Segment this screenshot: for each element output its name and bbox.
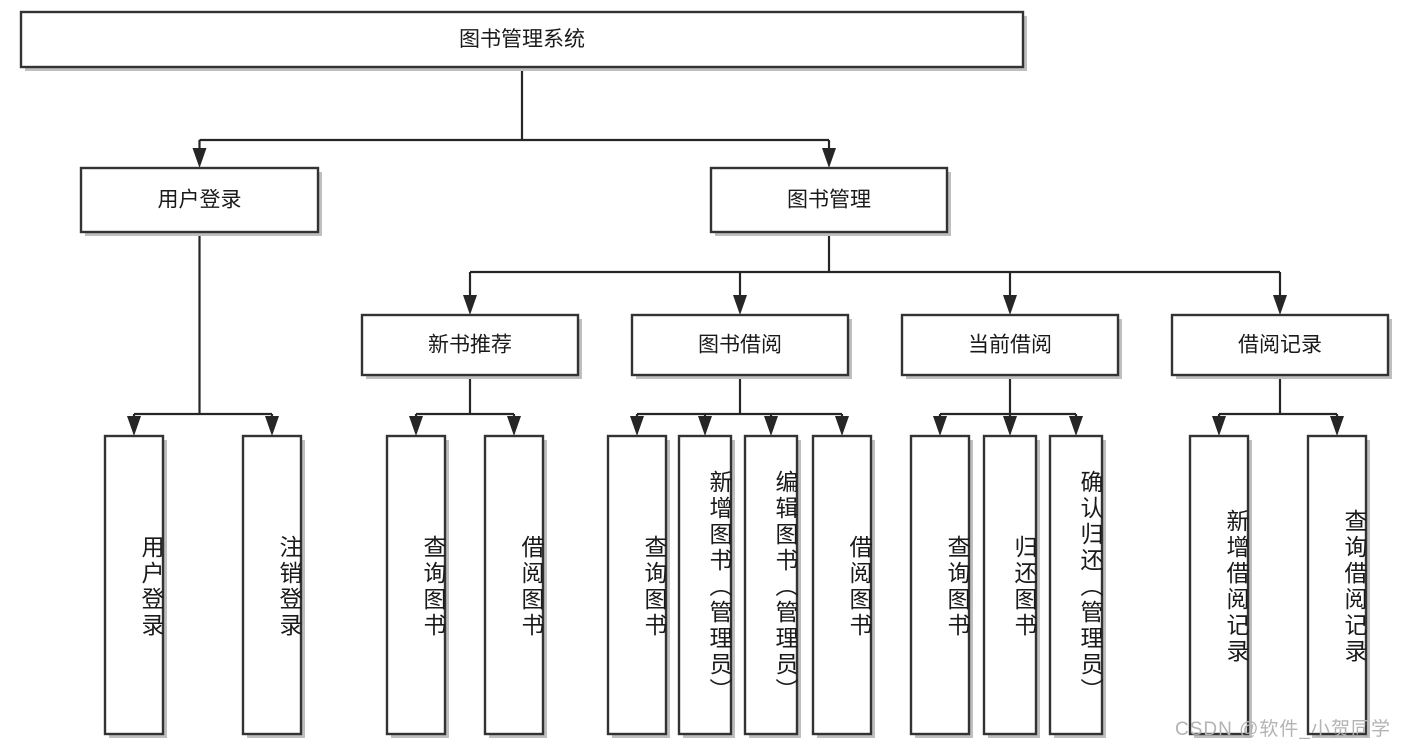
watermark-text: CSDN @软件_小贺同学: [1175, 719, 1391, 740]
arrow-head-icon: [1003, 416, 1017, 436]
arrow-head-icon: [127, 416, 141, 436]
node-box-level3-2[interactable]: [900, 313, 1120, 377]
node-box-level3-1[interactable]: [630, 313, 850, 377]
node-box-leaf-6[interactable]: [743, 434, 799, 736]
arrow-head-icon: [1212, 416, 1226, 436]
node-box-level3-3[interactable]: [1170, 313, 1390, 377]
node-box-leaf-11[interactable]: [1188, 434, 1250, 736]
boxes-layer: [19, 10, 1392, 738]
arrow-head-icon: [733, 295, 747, 315]
node-label-level3-1: 图书借阅: [698, 334, 782, 357]
arrow-head-icon: [698, 416, 712, 436]
node-box-level2-1[interactable]: [709, 166, 949, 234]
node-label-level2-0: 用户登录: [158, 189, 242, 212]
node-box-level3-0[interactable]: [360, 313, 580, 377]
node-box-leaf-8[interactable]: [909, 434, 971, 736]
arrow-head-icon: [1273, 295, 1287, 315]
node-label-level3-0: 新书推荐: [428, 334, 512, 357]
node-box-leaf-4[interactable]: [606, 434, 668, 736]
node-box-leaf-10[interactable]: [1048, 434, 1104, 736]
node-box-leaf-12[interactable]: [1306, 434, 1368, 736]
arrow-head-icon: [265, 416, 279, 436]
node-label-level3-3: 借阅记录: [1238, 334, 1322, 357]
arrow-head-icon: [1069, 416, 1083, 436]
node-box-leaf-3[interactable]: [483, 434, 545, 736]
node-label-level3-2: 当前借阅: [968, 334, 1052, 357]
node-box-leaf-7[interactable]: [811, 434, 873, 736]
node-box-leaf-9[interactable]: [982, 434, 1038, 736]
node-box-root[interactable]: [19, 10, 1025, 69]
node-box-leaf-1[interactable]: [241, 434, 303, 736]
node-label-level2-1: 图书管理: [787, 189, 871, 212]
arrow-head-icon: [409, 416, 423, 436]
node-box-leaf-5[interactable]: [677, 434, 733, 736]
arrow-head-icon: [507, 416, 521, 436]
arrow-head-icon: [1003, 295, 1017, 315]
node-box-leaf-0[interactable]: [103, 434, 165, 736]
arrow-head-icon: [835, 416, 849, 436]
connectors-layer: [127, 67, 1344, 436]
arrow-head-icon: [192, 148, 207, 168]
arrow-head-icon: [933, 416, 947, 436]
arrow-head-icon: [764, 416, 778, 436]
arrow-head-icon: [630, 416, 644, 436]
arrow-head-icon: [822, 148, 836, 168]
arrow-head-icon: [1330, 416, 1344, 436]
node-box-leaf-2[interactable]: [385, 434, 447, 736]
node-box-level2-0[interactable]: [79, 166, 320, 234]
node-label-root: 图书管理系统: [459, 28, 585, 51]
arrow-head-icon: [463, 295, 477, 315]
